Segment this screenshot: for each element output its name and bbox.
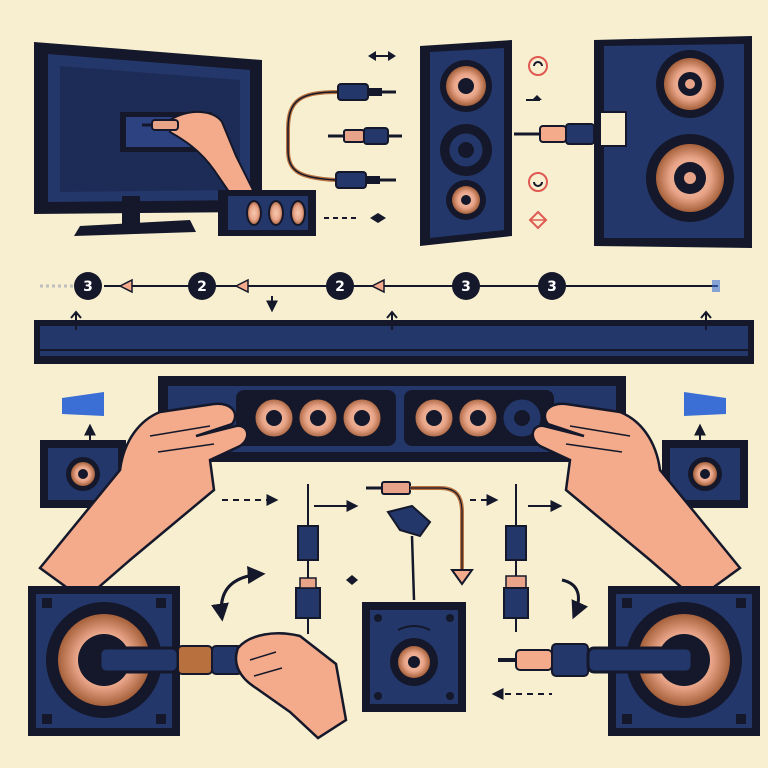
- dashed-arrows-bottom: [222, 494, 563, 700]
- step-badge-2: 2: [188, 272, 216, 300]
- large-speaker: [594, 36, 752, 248]
- step-number: 3: [547, 279, 557, 295]
- cable-to-large-speaker: [514, 123, 595, 145]
- angled-cable: [366, 481, 474, 601]
- step-number: 2: [197, 279, 207, 295]
- step-number: 3: [461, 279, 471, 295]
- tv-monitor: [34, 42, 262, 236]
- step-badge-4: 3: [452, 272, 480, 300]
- vertical-connectors: [295, 484, 529, 634]
- step-timeline: [40, 278, 720, 313]
- tower-speaker: [420, 40, 512, 246]
- cable-set: [286, 83, 402, 189]
- dashed-arrow-tv: [324, 213, 386, 223]
- plug-right: [498, 643, 694, 677]
- small-speaker-tv: [218, 190, 316, 236]
- side-speaker-left: [40, 440, 126, 508]
- step-badge-3: 2: [326, 272, 354, 300]
- soundbar-bar: [34, 310, 754, 364]
- double-arrow-top: [368, 51, 396, 61]
- indicator-icons: [526, 56, 548, 230]
- step-number: 3: [83, 279, 93, 295]
- center-speaker-module: [362, 602, 466, 712]
- step-number: 2: [335, 279, 345, 295]
- step-badge-1: 3: [74, 272, 102, 300]
- hand-holding-plug-icon: [234, 632, 348, 740]
- curved-arrows: [211, 565, 589, 622]
- flag-right-icon: [684, 392, 726, 442]
- flag-left-icon: [62, 392, 104, 442]
- hand-right-icon: [531, 402, 742, 602]
- hand-left-icon: [38, 402, 249, 602]
- step-badge-5: 3: [538, 272, 566, 300]
